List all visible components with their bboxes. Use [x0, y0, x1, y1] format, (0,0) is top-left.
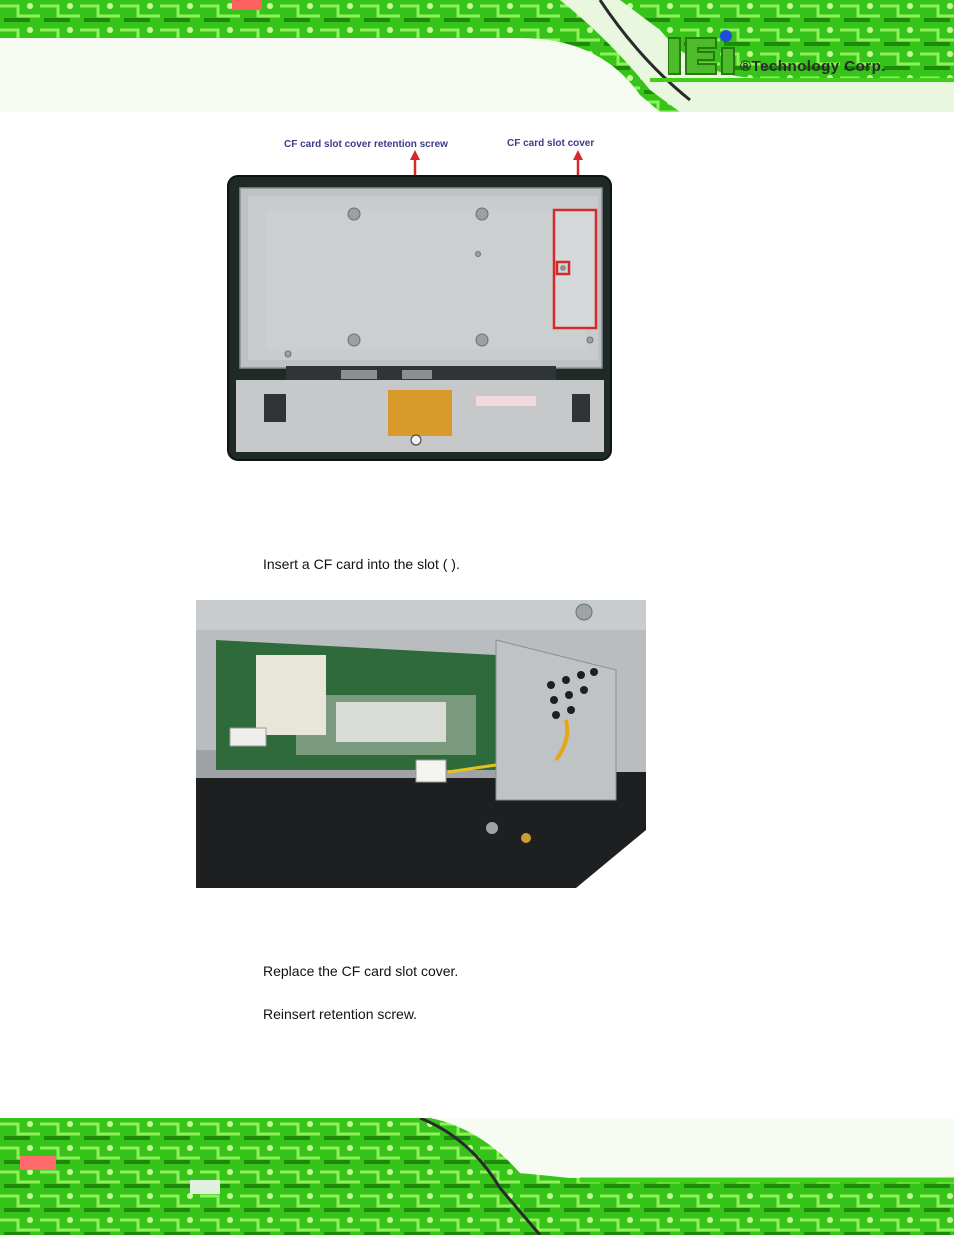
callout-slot-cover-label: CF card slot cover	[507, 138, 595, 149]
cf-card-insertion-figure	[196, 600, 646, 893]
header-circuit-graphic	[0, 0, 954, 112]
iei-logo	[667, 28, 738, 81]
footer-circuit-graphic	[0, 1118, 954, 1235]
page-header: ®Technology Corp.	[0, 0, 954, 112]
company-name: ®Technology Corp.	[740, 58, 886, 75]
step-insert-cf-card: Insert a CF card into the slot ( ).	[263, 556, 460, 572]
step-replace-cover: Replace the CF card slot cover.	[263, 963, 459, 979]
callout-retention-screw-label: CF card slot cover retention screw	[284, 139, 448, 150]
rear-panel-figure	[226, 150, 616, 467]
page-footer	[0, 1118, 954, 1235]
step-reinsert-screw: Reinsert retention screw.	[263, 1006, 418, 1022]
